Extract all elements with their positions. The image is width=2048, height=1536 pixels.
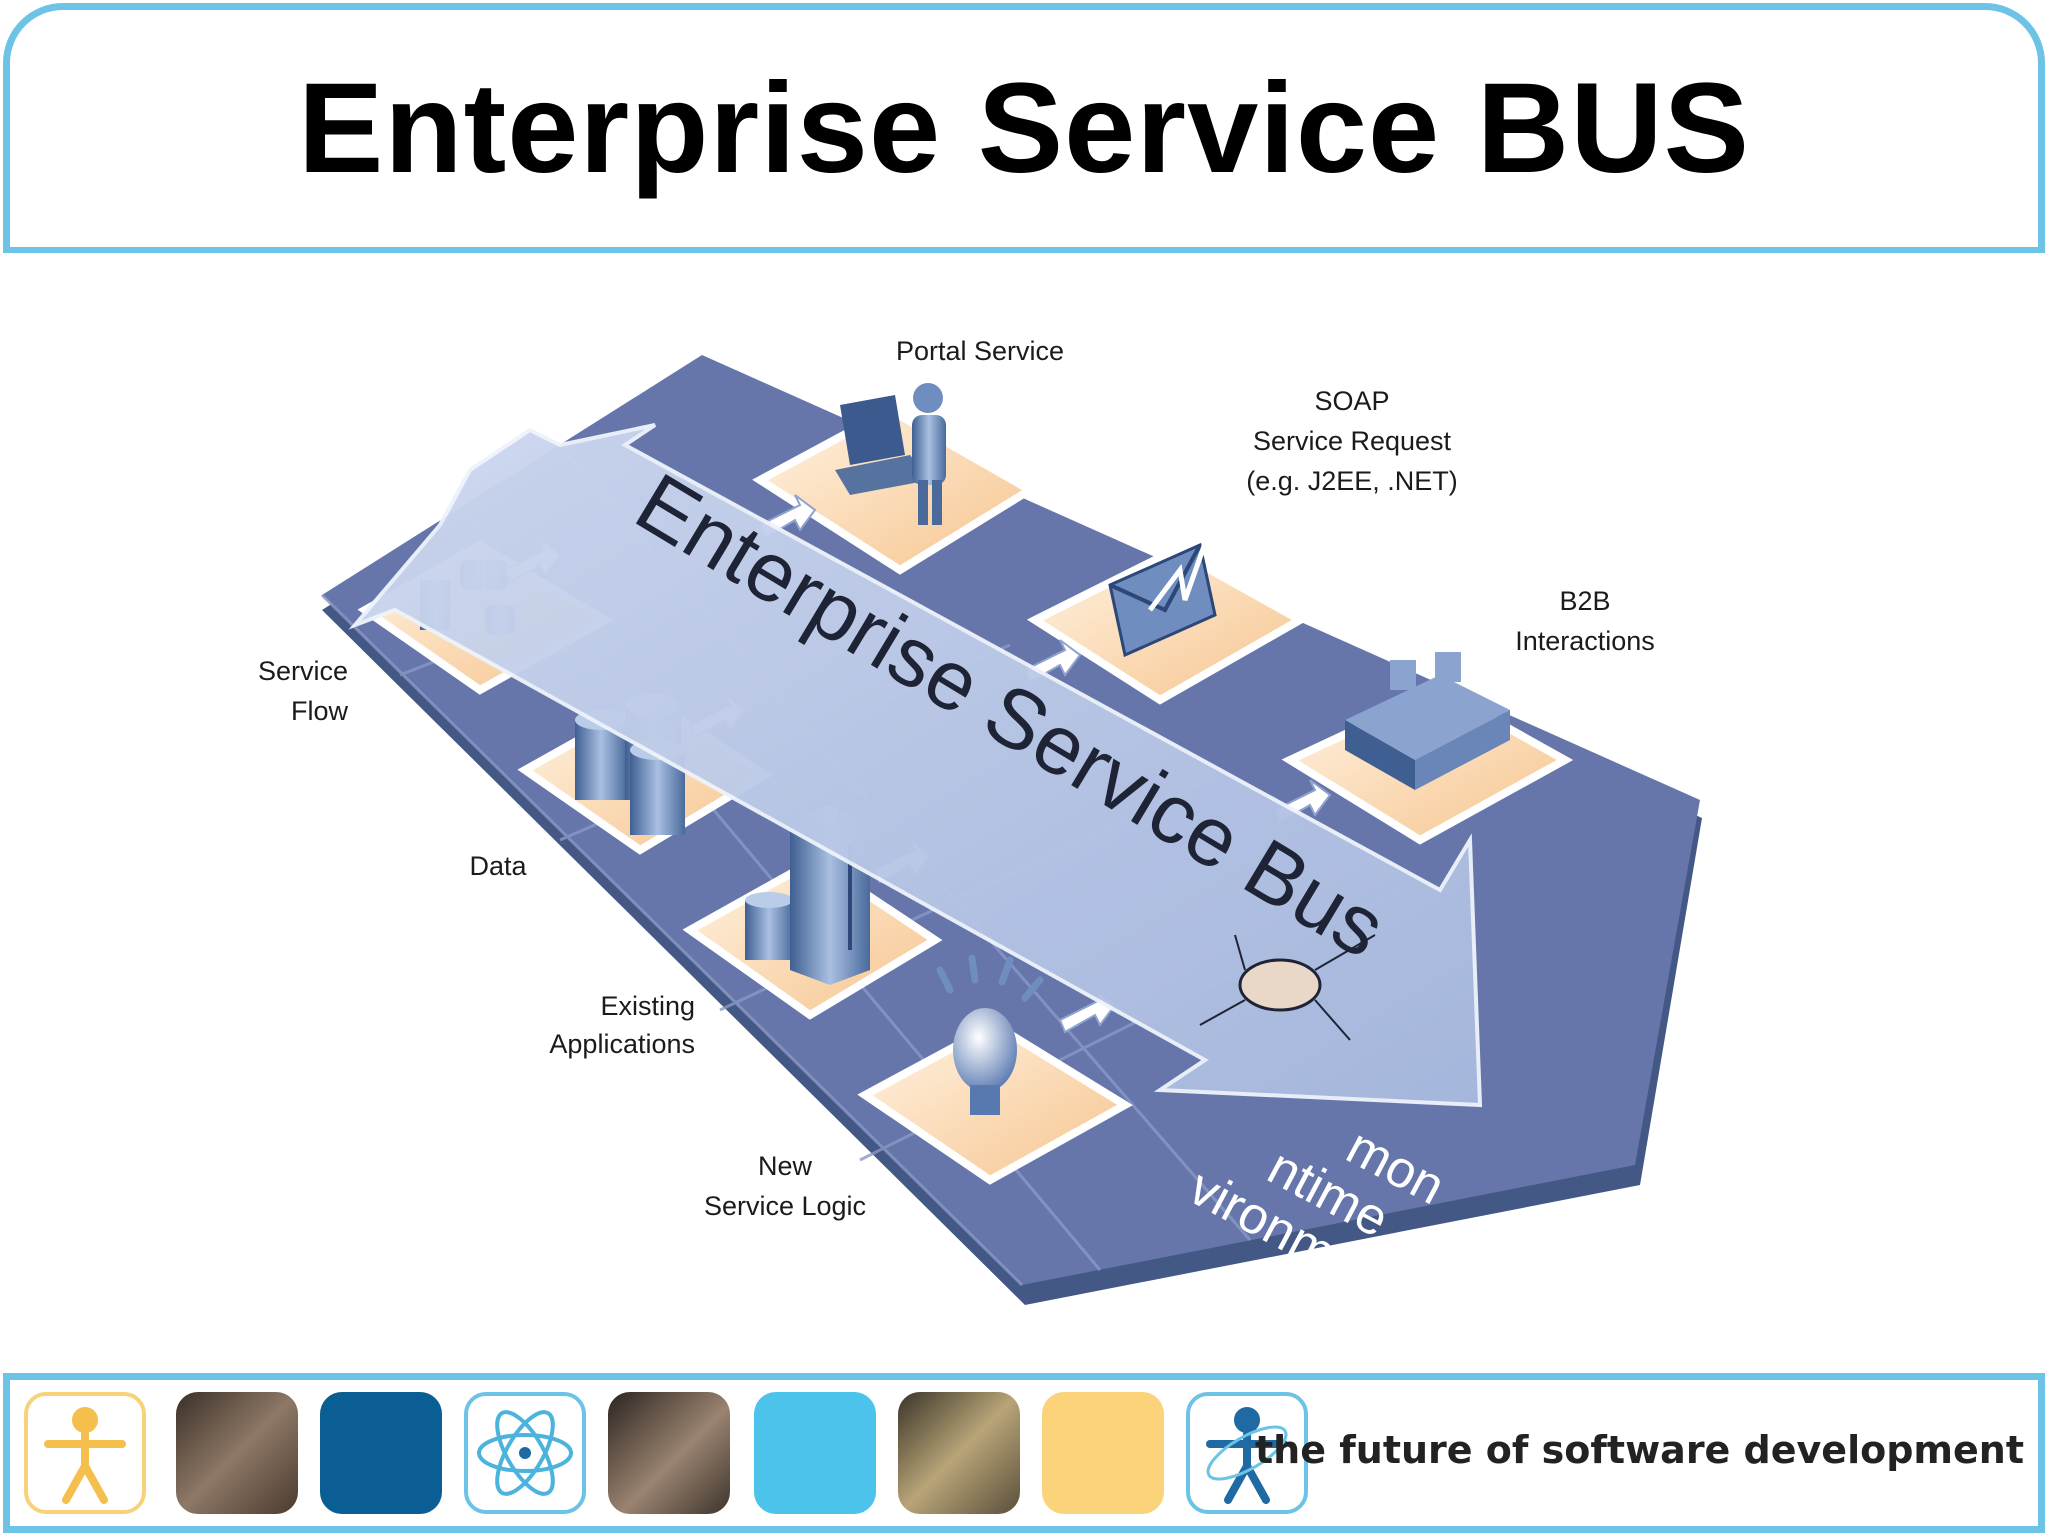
label-soap-1: SOAP <box>1314 386 1389 416</box>
factory-icon <box>1345 652 1510 790</box>
label-existing-1: Existing <box>600 991 695 1021</box>
footer-banner: the future of software development <box>3 1373 2045 1533</box>
label-newlogic-1: New <box>758 1151 813 1181</box>
portal-icon <box>835 383 946 525</box>
footer-tile-solid-yellow <box>1042 1392 1164 1514</box>
title-frame: Enterprise Service BUS <box>3 3 2045 253</box>
footer-tile-figure-icon <box>24 1392 146 1514</box>
label-b2b-2: Interactions <box>1515 626 1655 656</box>
label-newlogic-2: Service Logic <box>704 1191 866 1221</box>
footer-tile-solid-sky <box>754 1392 876 1514</box>
page-title: Enterprise Service BUS <box>298 57 1750 200</box>
label-flow-1: Service <box>258 656 348 686</box>
label-data: Data <box>469 851 527 881</box>
label-b2b-1: B2B <box>1559 586 1610 616</box>
footer-tile-photo-audience <box>176 1392 298 1514</box>
footer-tile-photo-laptop <box>898 1392 1020 1514</box>
label-soap-3: (e.g. J2EE, .NET) <box>1246 466 1458 496</box>
footer-tile-figure-blue-icon <box>1186 1392 1308 1514</box>
router-icon <box>1199 934 1376 1041</box>
bus-arrow <box>348 423 1483 1108</box>
lightbulb-icon <box>936 954 1044 1115</box>
envelope-icon <box>1108 514 1218 658</box>
label-soap-2: Service Request <box>1253 426 1452 456</box>
footer-tile-atom-icon <box>464 1392 586 1514</box>
label-flow-2: Flow <box>291 696 349 726</box>
label-existing-2: Applications <box>549 1029 695 1059</box>
label-portal: Portal Service <box>896 336 1064 366</box>
footer-tagline: the future of software development <box>1255 1428 2024 1472</box>
esb-diagram: mon ntime vironment <box>258 336 1702 1317</box>
footer-tile-photo-man <box>608 1392 730 1514</box>
footer-tile-solid-navy <box>320 1392 442 1514</box>
